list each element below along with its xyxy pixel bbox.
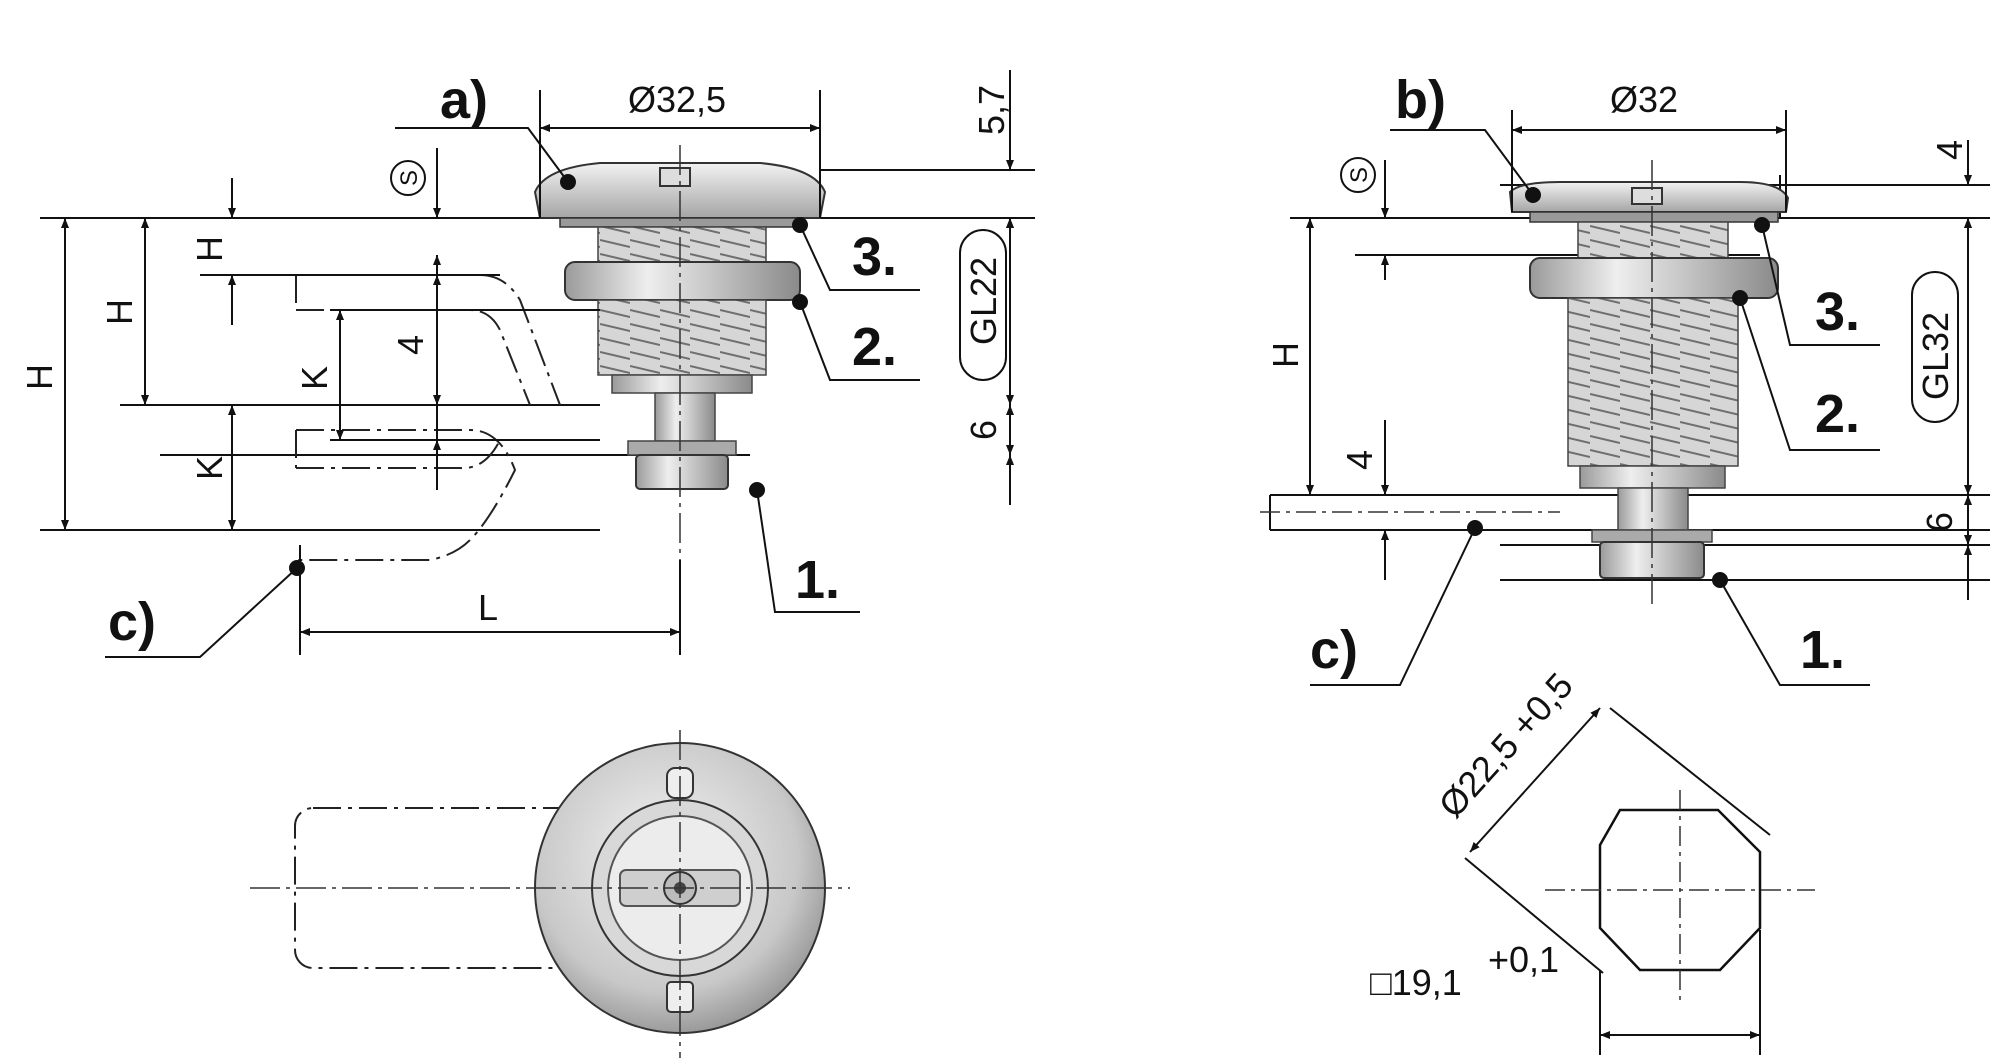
callout-2-b: 2. bbox=[1815, 384, 1860, 444]
h-short-label: H bbox=[189, 236, 230, 262]
leaders-a bbox=[105, 127, 920, 658]
view-a: a) Ø32,5 5,7 S H H H 4 K K 6 GL22 c) L 1… bbox=[19, 70, 1035, 658]
callout-1-b: 1. bbox=[1800, 620, 1845, 680]
label-b: b) bbox=[1395, 70, 1446, 130]
s-circle-b bbox=[1340, 157, 1376, 193]
gl-capsule-b bbox=[1911, 271, 1959, 423]
panel-cutout: Ø22,5 +0,5 □19,1 +0,1 bbox=[1370, 665, 1815, 1055]
diameter-b-label: Ø32 bbox=[1610, 79, 1678, 120]
cutout-square-tol: +0,1 bbox=[1488, 939, 1559, 980]
cam-lock-a bbox=[533, 162, 827, 490]
cam-phantom-a bbox=[295, 274, 561, 561]
k-outer-label: K bbox=[189, 456, 230, 480]
c-label-b: c) bbox=[1310, 620, 1358, 680]
c-label-a: c) bbox=[108, 592, 156, 652]
l-label: L bbox=[478, 587, 498, 628]
cutout-square-label: □19,1 bbox=[1370, 962, 1462, 1003]
cutout-diameter-label: Ø22,5 +0,5 bbox=[1430, 665, 1580, 826]
callout-2-a: 2. bbox=[852, 317, 897, 377]
dimensions-a bbox=[61, 70, 1035, 655]
gl32-label: GL32 bbox=[1915, 312, 1956, 400]
dimensions-b bbox=[1306, 110, 1972, 600]
k-inner-label: K bbox=[294, 366, 335, 390]
h-mid-label: H bbox=[99, 299, 140, 325]
diameter-a-label: Ø32,5 bbox=[628, 79, 726, 120]
s-mark-b: S bbox=[1346, 167, 1373, 183]
four-a-label: 4 bbox=[390, 335, 431, 355]
four-b-label: 4 bbox=[1339, 450, 1380, 470]
h-b-label: H bbox=[1265, 342, 1306, 368]
four-top-b-label: 4 bbox=[1929, 140, 1970, 160]
callout-3-b: 3. bbox=[1815, 282, 1860, 342]
view-b: b) Ø32 4 S H 4 6 GL32 c) 1. 2. 3. bbox=[1260, 70, 1990, 686]
h-long-label: H bbox=[19, 364, 60, 390]
label-a: a) bbox=[440, 70, 488, 130]
cam-lock-b bbox=[1508, 181, 1790, 579]
front-view bbox=[250, 730, 850, 1058]
callout-3-a: 3. bbox=[852, 227, 897, 287]
leaders-b bbox=[1310, 129, 1880, 686]
s-mark-a: S bbox=[396, 170, 423, 186]
six-b-label: 6 bbox=[1919, 512, 1960, 532]
callout-1-a: 1. bbox=[795, 550, 840, 610]
gl22-label: GL22 bbox=[963, 257, 1004, 345]
six-a-label: 6 bbox=[963, 420, 1004, 440]
dim-57-label: 5,7 bbox=[971, 85, 1012, 135]
gl-capsule-a bbox=[959, 229, 1007, 381]
s-circle-a bbox=[390, 160, 426, 196]
